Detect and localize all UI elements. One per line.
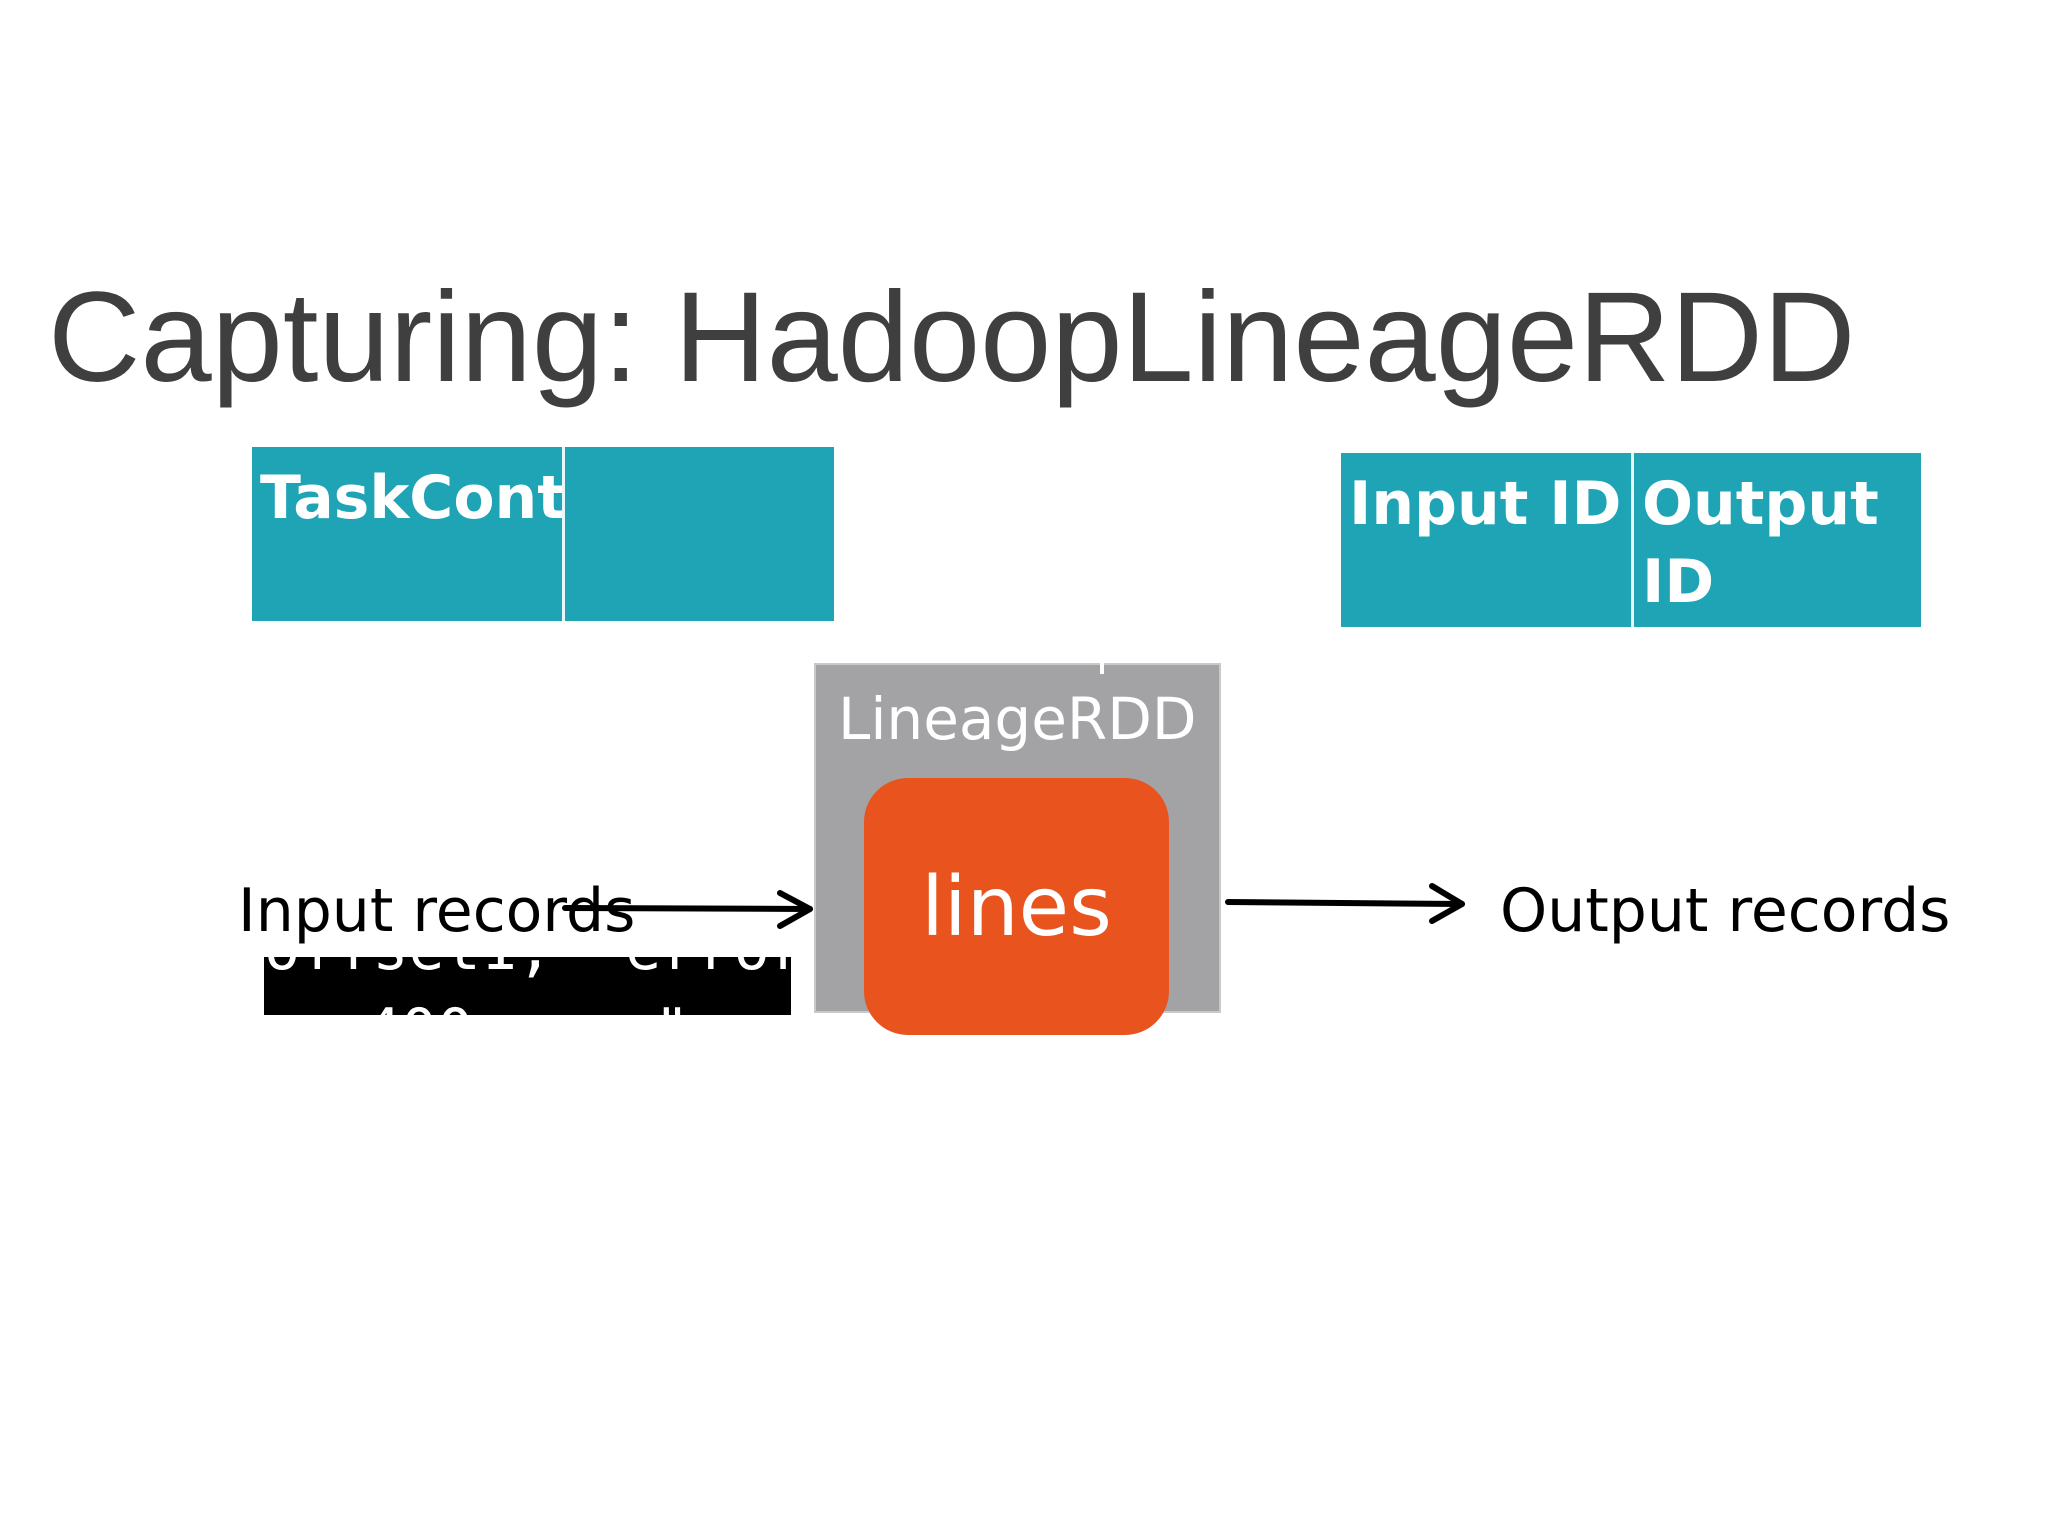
input-record-box: offset1, "error 400 ... " [264, 957, 791, 1015]
output-arrow [1225, 883, 1465, 924]
slide-title: Capturing: HadoopLineageRDD [48, 266, 1856, 409]
lineage-id-table: Input ID Output ID [1341, 453, 1921, 627]
lines-operator-box [864, 778, 1169, 1035]
input-id-header: Input ID [1349, 469, 1622, 539]
task-context-cell: TaskContext [260, 463, 562, 533]
output-id-header: Output ID [1631, 453, 1921, 627]
lines-operator-label: lines [921, 860, 1112, 955]
output-records-label: Output records [1500, 876, 1951, 946]
empty-cell [562, 447, 834, 621]
lineage-rdd-label: LineageRDD [838, 685, 1197, 753]
rdd-label-fragment [1100, 654, 1104, 674]
record-text-line1: offset1, "error [264, 957, 791, 985]
record-text-line2: 400 ... " [264, 995, 791, 1015]
task-context-table: TaskContext [252, 447, 834, 621]
input-records-label: Input records [238, 876, 636, 946]
